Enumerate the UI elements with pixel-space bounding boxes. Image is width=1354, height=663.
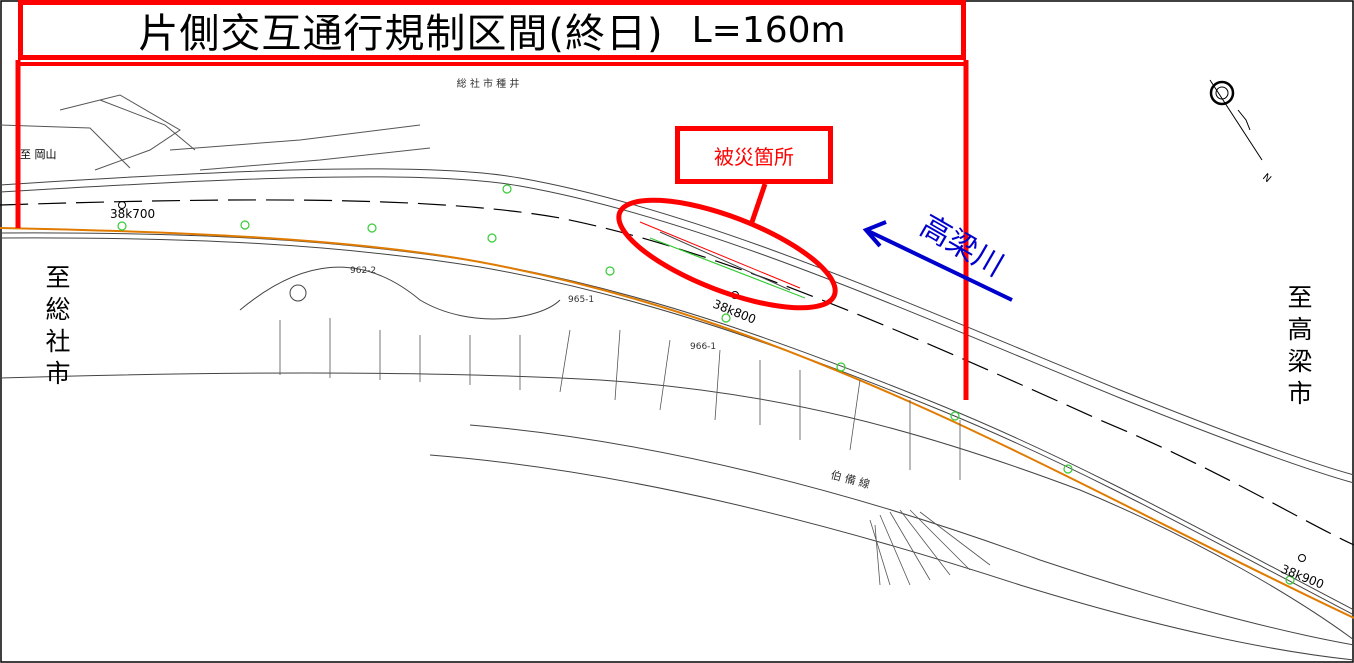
place-label-top: 総 社 市 種 井 [457, 77, 520, 90]
disaster-site-label: 被災箇所 [714, 144, 794, 169]
chainage-38k700: 38k700 [110, 207, 155, 221]
pond-shape [289, 284, 307, 302]
restriction-length: L=160m [691, 9, 846, 51]
disaster-site-callout: 被災箇所 [675, 126, 833, 184]
river-flow-arrow [862, 220, 1013, 302]
direction-soja: 至総社市 [45, 263, 71, 388]
lot-966-1: 966-1 [690, 342, 716, 352]
direction-okayama: 至 岡山 [20, 148, 57, 161]
direction-takahashi: 至高梁市 [1287, 283, 1313, 408]
disaster-ellipse [616, 197, 838, 311]
slope-hatching [279, 318, 961, 480]
lot-965-1: 965-1 [568, 295, 594, 305]
disaster-site-detail [639, 221, 806, 299]
roadside-line [0, 227, 1354, 619]
side-road [0, 94, 431, 171]
restriction-title: 片側交互通行規制区間(終日) [138, 11, 664, 57]
railway-fan [869, 509, 991, 586]
callout-connector [749, 183, 768, 223]
parcel-outline [239, 266, 561, 320]
lot-962-2: 962-2 [350, 266, 376, 276]
center-line [0, 199, 1354, 546]
green-markers [117, 184, 1295, 585]
road-lines [0, 168, 1354, 661]
north-arrow-icon [1209, 79, 1263, 161]
restriction-title-box: 片側交互通行規制区間(終日) L=160m [18, 0, 966, 60]
